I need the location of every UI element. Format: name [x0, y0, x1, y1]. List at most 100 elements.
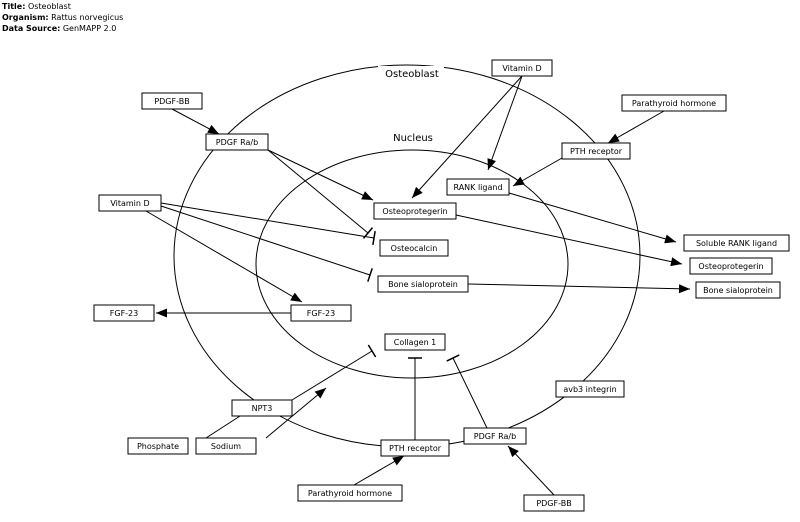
- gene-box-vitd-left[interactable]: Vitamin D: [98, 194, 162, 212]
- inhibition-bar: [367, 268, 373, 282]
- gene-box-border: [384, 333, 446, 351]
- gene-label: Osteocalcin: [391, 244, 438, 253]
- edge-fgf23_in-to-fgf23_out: [156, 308, 291, 318]
- interaction-line: [265, 387, 327, 439]
- gene-box-border: [463, 427, 527, 445]
- edge-vitd_left-to-fgf23_in: [145, 210, 303, 303]
- gene-box-border: [491, 59, 553, 77]
- interaction-line: [160, 202, 375, 239]
- gene-box-border: [290, 304, 352, 322]
- gene-label: Osteoprotegerin: [698, 262, 763, 271]
- edge-rank_ligand-to-soluble_rankl: [508, 192, 677, 244]
- gene-label: Parathyroid hormone: [632, 99, 716, 108]
- gene-box-pdgfrab-top[interactable]: PDGF Ra/b: [205, 133, 269, 151]
- interaction-line: [291, 350, 373, 401]
- interaction-line: [507, 445, 555, 496]
- gene-label: PTH receptor: [389, 444, 442, 453]
- edge-vitd_top-to-rank_ligand: [487, 75, 523, 171]
- gene-label: Vitamin D: [110, 199, 149, 208]
- edge-pth_receptor_bot-to-collagen1: [408, 357, 422, 440]
- gene-box-border: [446, 178, 510, 196]
- interaction-line: [205, 415, 241, 439]
- edge-pdgfrab_top-to-osteocalcin: [267, 149, 374, 239]
- gene-box-pdgfbb-top[interactable]: PDGF-BB: [141, 92, 203, 110]
- title-value: Osteoblast: [27, 2, 71, 11]
- gene-label: PTH receptor: [570, 147, 623, 156]
- gene-box-bsp-out[interactable]: Bone sialoprotein: [695, 281, 781, 299]
- edge-vitd_left-to-osteocalcin: [160, 202, 376, 246]
- interaction-line: [160, 205, 371, 276]
- gene-label: avb3 integrin: [563, 385, 616, 394]
- edge-sodium-to-npt3: [265, 387, 327, 439]
- interaction-line: [411, 75, 523, 199]
- gene-box-pdgfbb-bot[interactable]: PDGF-BB: [523, 494, 585, 512]
- arrowhead: [508, 446, 519, 458]
- gene-box-sodium[interactable]: Sodium: [195, 437, 257, 455]
- gene-box-opg-out[interactable]: Osteoprotegerin: [689, 257, 773, 275]
- inhibition-bar: [372, 230, 376, 246]
- edge-pth_receptor_top-to-rank_ligand: [512, 157, 563, 187]
- gene-box-opg-nuc[interactable]: Osteoprotegerin: [373, 202, 457, 220]
- gene-label: PDGF Ra/b: [474, 432, 516, 441]
- gene-box-border: [523, 494, 585, 512]
- gene-label: Vitamin D: [502, 64, 541, 73]
- interaction-line: [145, 210, 303, 303]
- arrowhead: [361, 191, 373, 200]
- interaction-line: [508, 192, 677, 243]
- gene-box-pth-hormone-bot[interactable]: Parathyroid hormone: [297, 484, 403, 502]
- gene-box-pth-hormone-top[interactable]: Parathyroid hormone: [621, 94, 727, 112]
- gene-box-collagen1[interactable]: Collagen 1: [384, 333, 446, 351]
- interaction-line: [455, 214, 683, 265]
- gene-label: Osteoprotegerin: [382, 207, 447, 216]
- gene-label: FGF-23: [110, 309, 138, 318]
- gene-box-pth-receptor-bot[interactable]: PTH receptor: [380, 439, 450, 457]
- title-row: Title: Osteoblast: [2, 1, 123, 12]
- gene-box-border: [231, 399, 293, 417]
- gene-box-border: [205, 133, 269, 151]
- edge-npt3-to-collagen1: [291, 344, 377, 401]
- edge-pdgfrab_bot-to-collagen1: [446, 354, 488, 429]
- pathway-info: Title: Osteoblast Organism: Rattus norve…: [2, 1, 123, 34]
- gene-box-pth-receptor-top[interactable]: PTH receptor: [561, 142, 631, 160]
- gene-box-avb3[interactable]: avb3 integrin: [555, 380, 625, 398]
- gene-box-border: [695, 281, 781, 299]
- gene-label: PDGF-BB: [154, 97, 189, 106]
- arrowhead: [207, 124, 219, 134]
- gene-box-border: [379, 239, 449, 257]
- gene-label: Soluble RANK ligand: [696, 239, 777, 248]
- arrowhead: [670, 257, 682, 267]
- edge-vitd_left-to-bsp_nuc: [160, 205, 373, 282]
- source-label: Data Source:: [2, 24, 61, 33]
- gene-box-vitd-top[interactable]: Vitamin D: [491, 59, 553, 77]
- gene-box-osteocalcin[interactable]: Osteocalcin: [379, 239, 449, 257]
- gene-box-fgf23-out[interactable]: FGF-23: [93, 304, 155, 322]
- interaction-line: [487, 75, 523, 171]
- organism-label: Organism:: [2, 13, 49, 22]
- gene-box-border: [561, 142, 631, 160]
- nucleus-membrane: [255, 149, 569, 379]
- arrowhead: [290, 292, 302, 302]
- interaction-line: [452, 357, 488, 429]
- gene-box-fgf23-in[interactable]: FGF-23: [290, 304, 352, 322]
- edge-pdgfbb_bot-to-pdgfrab_bot: [507, 445, 555, 496]
- nucleus-compartment-label: Nucleus: [393, 133, 433, 144]
- gene-box-rank-ligand[interactable]: RANK ligand: [446, 178, 510, 196]
- gene-box-border: [127, 437, 189, 455]
- gene-label: Phosphate: [137, 442, 179, 451]
- gene-box-bsp-nuc[interactable]: Bone sialoprotein: [377, 275, 469, 293]
- gene-box-border: [141, 92, 203, 110]
- gene-box-phosphate[interactable]: Phosphate: [127, 437, 189, 455]
- gene-box-border: [195, 437, 257, 455]
- gene-box-border: [380, 439, 450, 457]
- gene-box-border: [689, 257, 773, 275]
- edge-pdgfrab_top-to-opg_nuc: [267, 149, 374, 201]
- gene-box-soluble-rankl[interactable]: Soluble RANK ligand: [683, 234, 790, 252]
- edge-bsp_nuc-to-bsp_out: [467, 283, 691, 294]
- gene-box-pdgfrab-bot[interactable]: PDGF Ra/b: [463, 427, 527, 445]
- gene-box-border: [93, 304, 155, 322]
- source-row: Data Source: GenMAPP 2.0: [2, 23, 123, 34]
- gene-box-npt3[interactable]: NPT3: [231, 399, 293, 417]
- edge-opg_nuc-to-opg_out: [455, 214, 683, 267]
- cell-label-backdrop: [378, 66, 444, 80]
